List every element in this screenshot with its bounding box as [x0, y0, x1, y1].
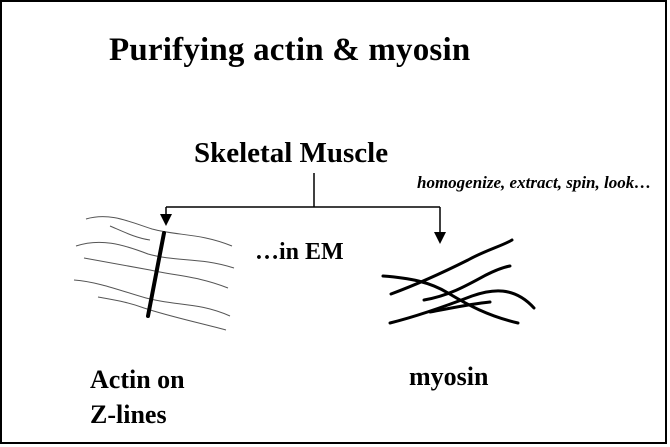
- actin-filament: [76, 242, 234, 268]
- actin-filament: [86, 217, 232, 246]
- myosin-filaments: [383, 240, 534, 323]
- myosin-filament: [383, 276, 518, 323]
- actin-filaments: [74, 217, 234, 330]
- myosin-filament: [391, 240, 512, 294]
- actin-filament: [98, 297, 226, 330]
- myosin-filament: [424, 266, 510, 300]
- actin-filament: [110, 226, 150, 240]
- branch-connector: [166, 173, 440, 238]
- z-line: [148, 233, 164, 316]
